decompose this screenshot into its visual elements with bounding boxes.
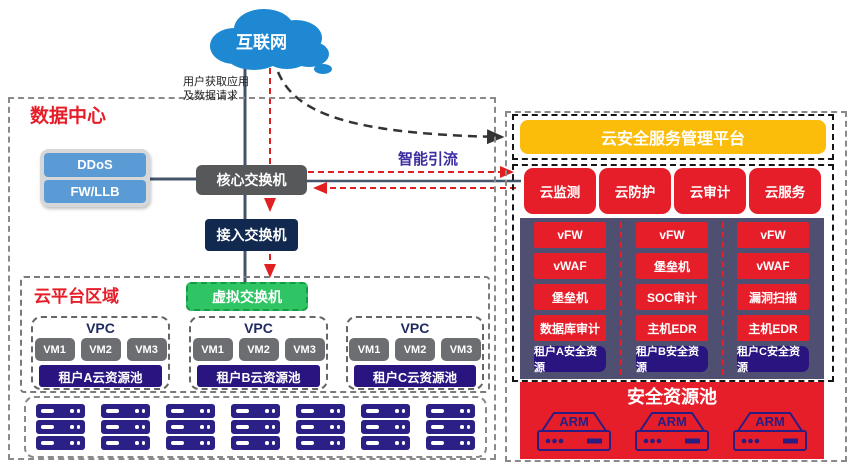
security-item: SOC审计	[636, 284, 708, 310]
column-separator	[620, 222, 622, 375]
user-request-note: 用户获取应用 及数据请求	[183, 76, 249, 103]
server-rack-icon	[101, 404, 150, 450]
cloud-icon	[210, 9, 332, 74]
vpc-title: VPC	[86, 320, 115, 336]
security-item: 漏洞扫描	[737, 284, 809, 310]
security-item: vFW	[534, 222, 606, 248]
cloud-platform-title: 云平台区域	[34, 287, 119, 306]
arm-server-icon: ARM	[631, 410, 713, 456]
server-rack-icon	[36, 404, 85, 450]
arm-server-icon: ARM	[533, 410, 615, 456]
security-column-c: vFW vWAF 漏洞扫描 主机EDR 租户C安全资源	[737, 222, 809, 374]
vm-box: VM3	[126, 338, 167, 361]
column-separator	[722, 222, 724, 375]
vm-box: VM1	[34, 338, 75, 361]
server-rack-icon	[166, 404, 215, 450]
internet-label: 互联网	[236, 33, 287, 52]
security-item: 堡垒机	[636, 253, 708, 279]
security-item: vWAF	[534, 253, 606, 279]
security-item: 数据库审计	[534, 315, 606, 341]
internet-cloud: 互联网	[192, 2, 337, 76]
internet-to-platform-arrow	[276, 71, 505, 145]
vm-box: VM2	[80, 338, 121, 361]
physical-server-pool	[24, 396, 487, 458]
service-cloud-audit: 云审计	[674, 168, 746, 214]
security-platform-region	[505, 111, 847, 462]
security-item: 堡垒机	[534, 284, 606, 310]
security-services-frame	[512, 164, 834, 382]
security-resource-pool-title: 安全资源池	[627, 387, 717, 407]
vpc-b: VPC VM1 VM2 VM3 租户B云资源池	[189, 316, 328, 390]
vm-box: VM3	[284, 338, 325, 361]
vpc-title: VPC	[244, 320, 273, 336]
access-switch: 接入交换机	[205, 219, 298, 251]
vm-box: VM2	[395, 338, 435, 361]
ddos-box: DDoS	[44, 153, 146, 177]
vpc-a: VPC VM1 VM2 VM3 租户A云资源池	[31, 316, 170, 390]
tenant-b-security-pool: 租户B安全资源	[636, 346, 708, 374]
security-platform-title: 云安全服务管理平台	[520, 120, 826, 154]
platform-title-frame	[512, 114, 834, 160]
service-cloud-service: 云服务	[749, 168, 821, 214]
service-cloud-monitoring: 云监测	[524, 168, 596, 214]
server-rack-icon	[231, 404, 280, 450]
security-item: vFW	[737, 222, 809, 248]
security-item: 主机EDR	[737, 315, 809, 341]
tenant-c-security-pool: 租户C安全资源	[737, 346, 809, 374]
server-rack-icon	[361, 404, 410, 450]
vpc-c: VPC VM1 VM2 VM3 租户C云资源池	[346, 316, 484, 390]
security-column-b: vFW 堡垒机 SOC审计 主机EDR 租户B安全资源	[636, 222, 708, 374]
security-item: vWAF	[737, 253, 809, 279]
tenant-c-cloud-pool: 租户C云资源池	[354, 365, 476, 387]
server-rack-icon	[296, 404, 345, 450]
virtual-switch: 虚拟交换机	[186, 282, 308, 311]
ddos-fw-group: DDoS FW/LLB	[40, 149, 150, 207]
security-item: 主机EDR	[636, 315, 708, 341]
smart-diversion-label: 智能引流	[397, 151, 458, 168]
arm-server-icon: ARM	[729, 410, 811, 456]
security-column-a: vFW vWAF 堡垒机 数据库审计 租户A安全资源	[534, 222, 606, 374]
vm-box: VM1	[349, 338, 389, 361]
server-rack-icon	[426, 404, 475, 450]
data-center-region	[8, 97, 496, 460]
tenant-a-security-pool: 租户A安全资源	[534, 346, 606, 374]
security-item: vFW	[636, 222, 708, 248]
core-switch: 核心交换机	[196, 165, 307, 195]
fw-llb-box: FW/LLB	[44, 179, 146, 203]
tenant-a-cloud-pool: 租户A云资源池	[39, 365, 162, 387]
service-cloud-protection: 云防护	[599, 168, 671, 214]
vm-box: VM2	[238, 338, 279, 361]
security-columns-panel: vFW vWAF 堡垒机 数据库审计 租户A安全资源 vFW 堡垒机 SOC审计…	[520, 218, 824, 379]
security-resource-pool: 安全资源池 ARM ARM	[520, 382, 824, 459]
cloud-platform-region	[20, 276, 490, 393]
vm-box: VM1	[192, 338, 233, 361]
vpc-title: VPC	[400, 320, 430, 336]
tenant-b-cloud-pool: 租户B云资源池	[197, 365, 320, 387]
vm-box: VM3	[441, 338, 481, 361]
data-center-title: 数据中心	[30, 106, 107, 127]
